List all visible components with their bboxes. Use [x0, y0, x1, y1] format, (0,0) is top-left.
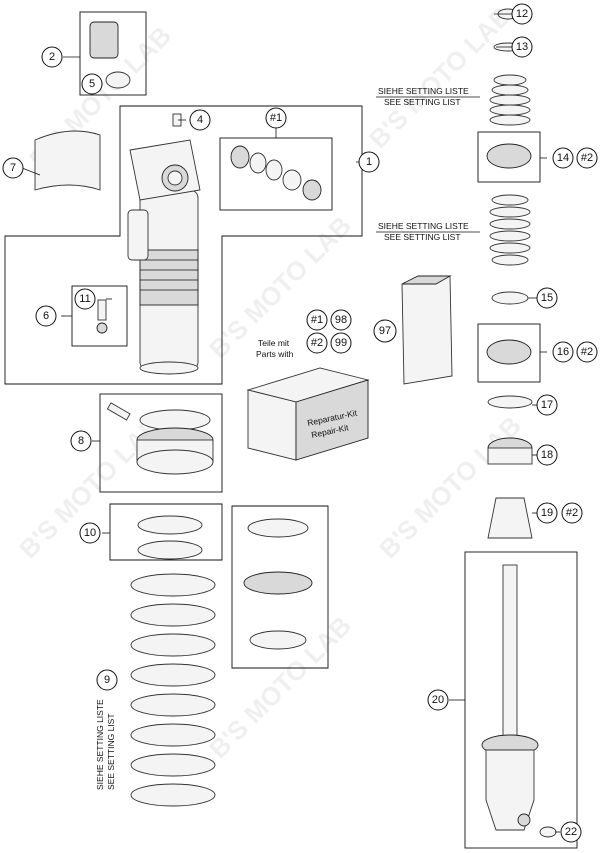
piston-frame [477, 131, 541, 183]
callout-ref2-16-label: #2 [581, 346, 593, 358]
callout-7-label: 7 [10, 162, 16, 174]
callout-22[interactable]: 22 [560, 821, 582, 843]
callout-9-label: 9 [104, 674, 110, 686]
kit-note-de: Teile mit [258, 338, 290, 348]
callout-7[interactable]: 7 [2, 157, 24, 179]
callout-4-label: 4 [197, 114, 203, 126]
callout-14-label: 14 [557, 152, 569, 164]
callout-12[interactable]: 12 [511, 3, 533, 25]
callout-18[interactable]: 18 [536, 444, 558, 466]
callout-ref2-19[interactable]: #2 [561, 502, 583, 524]
callout-ref1-kit[interactable]: #1 [306, 309, 328, 331]
callout-16[interactable]: 16 [552, 341, 574, 363]
callout-9[interactable]: 9 [96, 669, 118, 691]
callout-13[interactable]: 13 [511, 36, 533, 58]
callout-19[interactable]: 19 [536, 502, 558, 524]
callout-22-label: 22 [565, 826, 577, 838]
callout-14[interactable]: 14 [552, 147, 574, 169]
callout-ref2-kit-label: #2 [311, 337, 323, 349]
callout-ref2-14-label: #2 [581, 152, 593, 164]
seal-kit-parts [230, 145, 322, 201]
callout-15-label: 15 [541, 292, 553, 304]
watermark-5: B'S MOTO LAB [373, 410, 527, 564]
callout-8-label: 8 [78, 435, 84, 447]
callout-5[interactable]: 5 [81, 73, 103, 95]
spring-plate-frame [109, 503, 223, 561]
spring-note-en: SEE SETTING LIST [106, 713, 116, 790]
callout-97-label: 97 [379, 325, 391, 337]
setting-note-2-de: SIEHE SETTING LISTE [378, 221, 469, 231]
callout-2-label: 2 [49, 51, 55, 63]
callout-ref2-16[interactable]: #2 [576, 341, 598, 363]
coil-spring-part [130, 573, 216, 807]
damper-assembly-frame [4, 105, 363, 385]
callout-1-label: 1 [366, 156, 372, 168]
callout-ref1-top[interactable]: #1 [265, 107, 287, 129]
callout-ref2-19-label: #2 [566, 507, 578, 519]
callout-19-label: 19 [541, 507, 553, 519]
callout-98-label: 98 [335, 314, 347, 326]
callout-20-label: 20 [432, 694, 444, 706]
callout-10[interactable]: 10 [79, 522, 101, 544]
callout-16-label: 16 [557, 346, 569, 358]
callout-12-label: 12 [516, 8, 528, 20]
spring-spacer-frame [231, 505, 329, 669]
callout-98[interactable]: 98 [330, 309, 352, 331]
callout-97[interactable]: 97 [373, 319, 397, 343]
protective-sleeve-part [34, 130, 101, 191]
spring-adjuster-part [106, 402, 214, 475]
callout-ref1-top-label: #1 [270, 112, 282, 124]
spring-adjuster-frame [99, 393, 223, 493]
valve-cap-frame [79, 11, 147, 96]
spring-note-de: SIEHE SETTING LISTE [95, 699, 105, 790]
spring-plates-part [137, 515, 313, 650]
valve-cap-part [89, 21, 131, 89]
callout-4[interactable]: 4 [189, 109, 211, 131]
callout-10-label: 10 [84, 527, 96, 539]
callout-ref2-14[interactable]: #2 [576, 147, 598, 169]
callout-18-label: 18 [541, 449, 553, 461]
callout-2[interactable]: 2 [41, 46, 63, 68]
valve-part [96, 299, 108, 334]
setting-note-1-en: SEE SETTING LIST [384, 97, 461, 107]
callout-20[interactable]: 20 [427, 689, 449, 711]
callout-17[interactable]: 17 [536, 394, 558, 416]
repair-kit-box: Reparatur-Kit Repair-Kit [246, 367, 370, 461]
setting-note-2-en: SEE SETTING LIST [384, 232, 461, 242]
callout-ref2-kit[interactable]: #2 [306, 332, 328, 354]
callout-99[interactable]: 99 [330, 332, 352, 354]
setting-note-1-de: SIEHE SETTING LISTE [378, 86, 469, 96]
damper-body [127, 139, 201, 375]
piston-2-frame [477, 323, 541, 383]
watermark-2: B'S MOTO LAB [363, 0, 517, 154]
callout-11-label: 11 [79, 293, 90, 305]
callout-99-label: 99 [335, 337, 347, 349]
right-column-parts [481, 8, 557, 838]
callout-ref1-kit-label: #1 [311, 314, 323, 326]
callout-17-label: 17 [541, 399, 553, 411]
callout-8[interactable]: 8 [70, 430, 92, 452]
callout-5-label: 5 [89, 78, 95, 90]
callout-15[interactable]: 15 [536, 287, 558, 309]
callout-6[interactable]: 6 [35, 305, 57, 327]
callout-1[interactable]: 1 [358, 151, 380, 173]
callout-11[interactable]: 11 [74, 288, 96, 310]
callout-13-label: 13 [516, 41, 528, 53]
kit-note-en: Parts with [256, 349, 294, 359]
oil-can-part [401, 275, 453, 385]
callout-6-label: 6 [43, 310, 49, 322]
